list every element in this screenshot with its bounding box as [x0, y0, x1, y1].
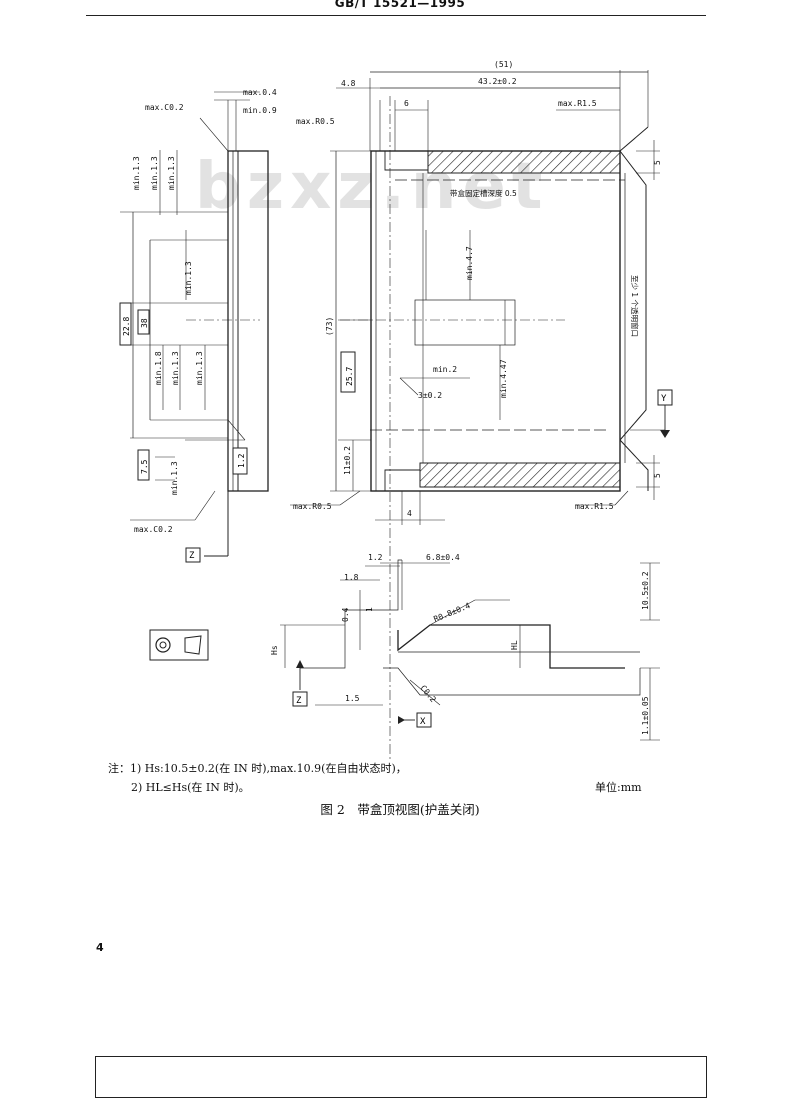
dim-73: (73) — [325, 317, 334, 336]
dim-43-2: 43.2±0.2 — [478, 77, 517, 86]
dim-6-top: 6 — [404, 99, 409, 108]
detail-section — [280, 559, 660, 741]
label-hs: Hs — [270, 645, 279, 655]
view-symbol — [149, 629, 209, 661]
technical-drawing: bzxz.net max.C0.2 max.0. — [119, 60, 673, 760]
datum-z-marker — [296, 660, 304, 668]
note-1: 注：1) Hs:10.5±0.2(在 IN 时),max.10.9(在自由状态时… — [108, 762, 407, 775]
header-rule — [86, 15, 706, 16]
datum-y: Y — [661, 394, 667, 404]
dim-38: 38 — [140, 318, 149, 328]
label-min-13-c: min.1.3 — [167, 156, 176, 190]
detail-labels: 1.2 6.8±0.4 1.8 R0.8±0.4 0.4 1 Hs HL 10.… — [270, 553, 650, 735]
standard-number: GB/T 15521—1995 — [334, 0, 466, 10]
hatched-slot-bottom — [419, 462, 621, 488]
dim-11: 11±0.2 — [343, 446, 352, 475]
label-max-04: max.0.4 — [243, 88, 277, 97]
dim-10-5: 10.5±0.2 — [641, 571, 650, 610]
left-view-labels: max.C0.2 max.0.4 min.0.9 min.1.3 min.1.3… — [132, 88, 277, 534]
dim-4-8: 4.8 — [341, 79, 356, 88]
label-max-r15-bottom: max.R1.5 — [575, 502, 614, 511]
label-min-13-a: min.1.3 — [132, 156, 141, 190]
cassette-side-outline — [227, 150, 269, 492]
window-recess — [414, 299, 516, 346]
dim-7-5: 7.5 — [140, 459, 149, 474]
note-2: 2) HL≤Hs(在 IN 时)。 — [131, 781, 250, 794]
datum-x-marker — [398, 716, 405, 724]
dim-3: 3±0.2 — [418, 391, 442, 400]
dim-51: (51) — [494, 60, 513, 69]
label-min-13-b: min.1.3 — [150, 156, 159, 190]
page-header: GB/T 15521—1995 — [0, 0, 800, 16]
datum-z-detail: Z — [296, 696, 302, 706]
dim-6-8: 6.8±0.4 — [426, 553, 460, 562]
figure-caption: 图 2 带盒顶视图(护盖关闭) — [320, 802, 480, 817]
dim-4: 4 — [407, 509, 412, 518]
label-min-4-47: min.4.47 — [499, 359, 508, 398]
dim-25-7: 25.7 — [345, 367, 354, 386]
label-max-c02-bottom: max.C0.2 — [134, 525, 173, 534]
dim-0-4: 0.4 — [341, 607, 350, 622]
left-view-boxed-dims: 22.8 38 7.5 1.2 Z — [119, 302, 248, 563]
dim-1-2-detail: 1.2 — [368, 553, 383, 562]
dim-1-5: 1.5 — [345, 694, 360, 703]
left-side-view — [120, 91, 269, 557]
bottom-frame — [95, 1056, 707, 1098]
label-min-13-d: min.1.3 — [184, 261, 193, 295]
label-min-13-e: min.1.3 — [171, 351, 180, 385]
main-view-labels: 4.8 (51) 43.2±0.2 6 max.R1.5 max.R0.5 5 … — [293, 60, 662, 518]
label-max-r05-top: max.R0.5 — [296, 117, 335, 126]
label-min-09: min.0.9 — [243, 106, 277, 115]
label-max-r05-bottom: max.R0.5 — [293, 502, 332, 511]
label-min-13-g: min.1.3 — [170, 461, 179, 495]
dim-1-2-left: 1.2 — [237, 453, 246, 468]
main-view-boxed-dims: 25.7 Y — [340, 351, 673, 406]
label-min-4-7: min.4.7 — [465, 246, 474, 280]
main-top-view — [290, 70, 666, 760]
datum-z-left: Z — [189, 551, 195, 561]
dim-5-top: 5 — [653, 160, 662, 165]
label-transparent-window: 至少 1 个透明窗口 — [630, 275, 640, 337]
label-min-18: min.1.8 — [154, 351, 163, 385]
dim-1: 1 — [365, 607, 374, 612]
datum-x-detail: X — [420, 717, 426, 727]
dim-5-bottom: 5 — [653, 473, 662, 478]
hatched-slot-top — [427, 150, 621, 174]
page-number: 4 — [96, 941, 104, 954]
dim-22-8: 22.8 — [122, 317, 131, 336]
dim-1-1: 1.1±0.05 — [641, 696, 650, 735]
label-min-13-f: min.1.3 — [195, 351, 204, 385]
dim-1-8: 1.8 — [344, 573, 359, 582]
detail-boxed-datums: Z X — [292, 691, 432, 728]
datum-y-marker — [660, 430, 670, 438]
label-min-2: min.2 — [433, 365, 457, 374]
unit-label: 单位:mm — [595, 781, 642, 794]
label-max-c02-top: max.C0.2 — [145, 103, 184, 112]
label-tape-slot: 带盒固定槽深度 0.5 — [450, 188, 517, 198]
label-hl: HL — [510, 640, 519, 650]
label-r0-8: R0.8±0.4 — [432, 601, 471, 624]
label-max-r15-top: max.R1.5 — [558, 99, 597, 108]
